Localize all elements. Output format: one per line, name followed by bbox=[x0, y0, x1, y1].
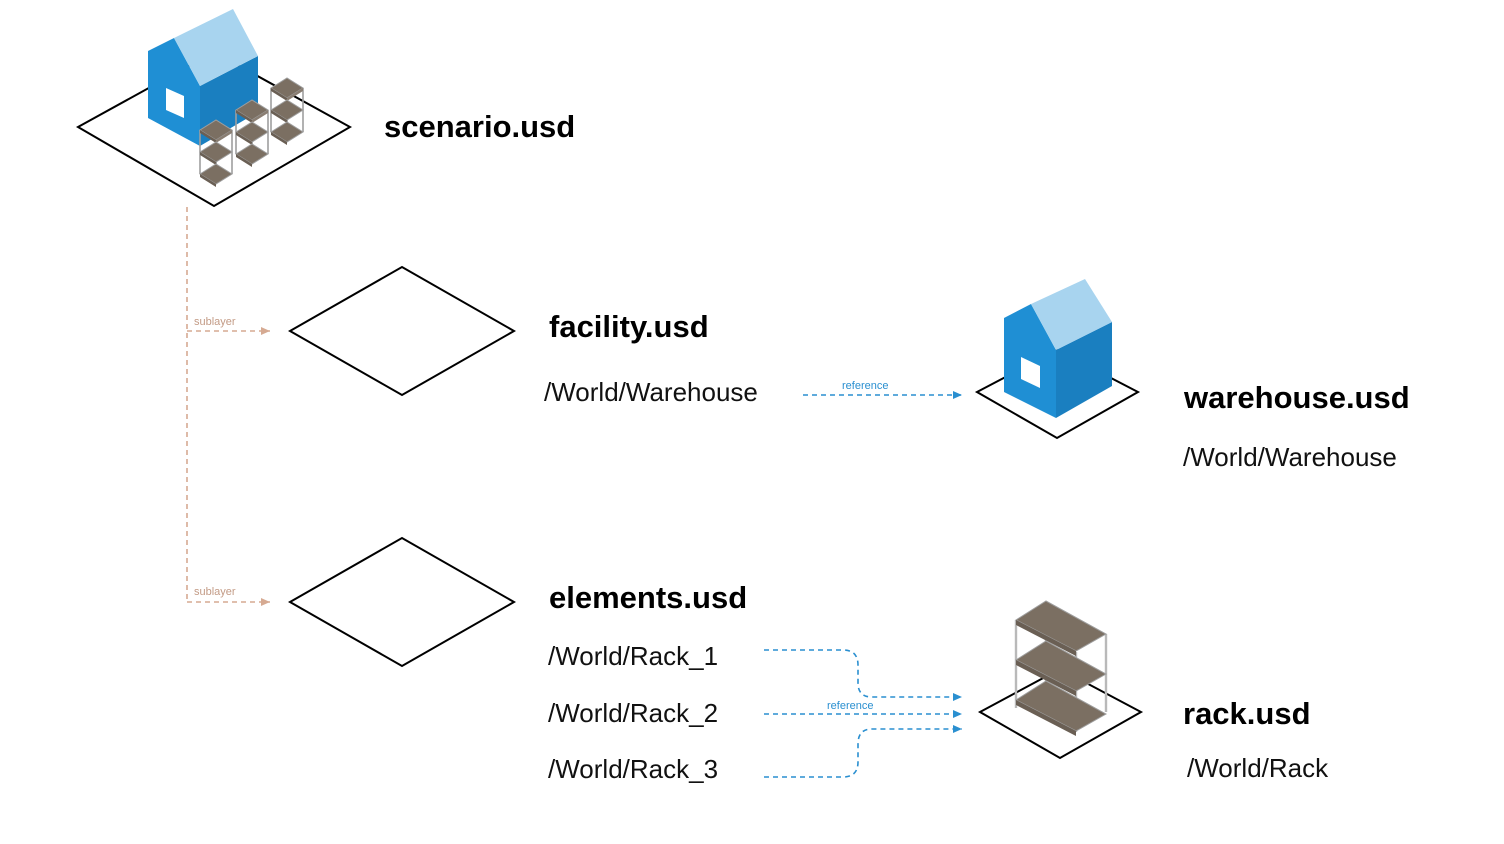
reference-arrows-rack: reference bbox=[764, 649, 962, 778]
rack-title: rack.usd bbox=[1183, 696, 1311, 731]
elements-title: elements.usd bbox=[549, 580, 747, 615]
warehouse-node: warehouse.usd /World/Warehouse bbox=[974, 279, 1410, 472]
warehouse-title: warehouse.usd bbox=[1183, 380, 1410, 415]
scenario-title: scenario.usd bbox=[384, 109, 575, 144]
facility-prim-warehouse: /World/Warehouse bbox=[544, 377, 758, 407]
house-icon bbox=[974, 279, 1141, 440]
warehouse-scene-icon bbox=[75, 9, 353, 208]
scenario-node: scenario.usd bbox=[75, 9, 575, 208]
facility-title: facility.usd bbox=[549, 309, 709, 344]
empty-layer-icon bbox=[287, 536, 517, 668]
reference-label: reference bbox=[842, 380, 888, 392]
sublayer-connector: sublayer sublayer bbox=[186, 207, 270, 606]
elements-prim-rack-1: /World/Rack_1 bbox=[548, 641, 718, 671]
reference-label: reference bbox=[827, 700, 873, 712]
rack-prim: /World/Rack bbox=[1187, 753, 1329, 783]
reference-arrow-warehouse: reference bbox=[803, 380, 962, 399]
rack-node: rack.usd /World/Rack bbox=[977, 600, 1329, 783]
elements-prim-rack-2: /World/Rack_2 bbox=[548, 698, 718, 728]
rack-icon bbox=[977, 600, 1144, 760]
elements-node: elements.usd /World/Rack_1 /World/Rack_2… bbox=[287, 536, 747, 784]
empty-layer-icon bbox=[287, 265, 517, 397]
warehouse-prim: /World/Warehouse bbox=[1183, 442, 1397, 472]
sublayer-label: sublayer bbox=[194, 316, 236, 328]
facility-node: facility.usd /World/Warehouse bbox=[287, 265, 758, 407]
sublayer-label: sublayer bbox=[194, 586, 236, 598]
elements-prim-rack-3: /World/Rack_3 bbox=[548, 754, 718, 784]
